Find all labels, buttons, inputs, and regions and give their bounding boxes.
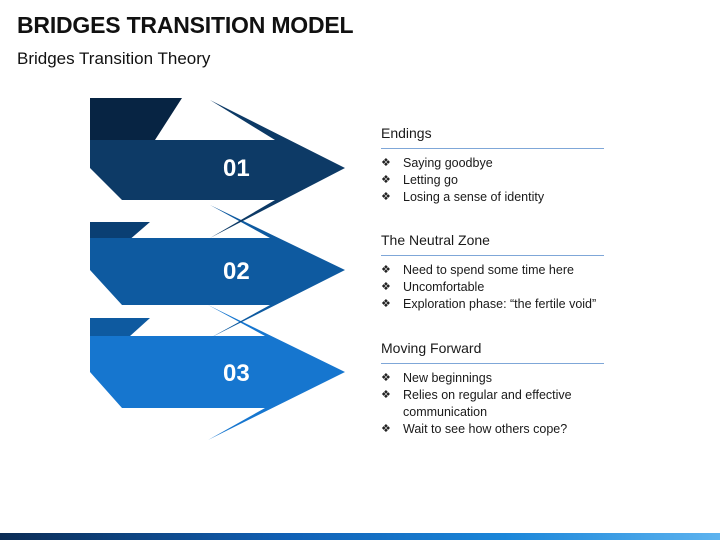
page-subtitle: Bridges Transition Theory [17, 49, 211, 68]
section-heading: The Neutral Zone [381, 232, 604, 256]
step-number-02: 02 [223, 258, 250, 285]
diamond-bullet-icon: ❖ [381, 423, 391, 435]
diamond-bullet-icon: ❖ [381, 174, 391, 186]
step-number-01: 01 [223, 155, 250, 182]
footer-gradient-bar [0, 533, 720, 540]
list-item: ❖Losing a sense of identity [381, 190, 545, 204]
list-item: ❖Saying goodbye [381, 156, 493, 170]
section-heading: Endings [381, 125, 604, 149]
section-endings: Endings ❖Saying goodbye ❖Letting go ❖Los… [381, 125, 621, 206]
arrow-03-body [90, 305, 345, 440]
diamond-bullet-icon: ❖ [381, 191, 391, 203]
arrow-01-body [90, 100, 345, 238]
top-fold-flap [90, 98, 182, 140]
list-item: ❖Uncomfortable [381, 280, 485, 294]
arrow-02-body [90, 205, 345, 338]
section-moving-forward: Moving Forward ❖New beginnings ❖Relies o… [381, 340, 621, 438]
arrow-step-01 [90, 100, 345, 238]
page-title: BRIDGES TRANSITION MODEL [17, 12, 354, 38]
section-heading: Moving Forward [381, 340, 604, 364]
diamond-bullet-icon: ❖ [381, 281, 391, 293]
bullet-list: ❖New beginnings ❖Relies on regular and e… [381, 370, 621, 438]
diamond-bullet-icon: ❖ [381, 389, 391, 401]
list-item: ❖Need to spend some time here [381, 263, 574, 277]
list-item: ❖Wait to see how others cope? [381, 422, 568, 436]
diamond-bullet-icon: ❖ [381, 372, 391, 384]
list-item: ❖New beginnings [381, 371, 492, 385]
list-item: ❖Relies on regular and effective communi… [381, 388, 572, 419]
diamond-bullet-icon: ❖ [381, 157, 391, 169]
arrow-step-02 [90, 205, 345, 338]
bullet-list: ❖Saying goodbye ❖Letting go ❖Losing a se… [381, 155, 621, 206]
list-item: ❖Exploration phase: “the fertile void” [381, 297, 597, 311]
diamond-bullet-icon: ❖ [381, 298, 391, 310]
arrow-step-03 [90, 305, 345, 440]
diamond-bullet-icon: ❖ [381, 264, 391, 276]
section-neutral-zone: The Neutral Zone ❖Need to spend some tim… [381, 232, 621, 313]
bullet-list: ❖Need to spend some time here ❖Uncomfort… [381, 262, 621, 313]
step-number-03: 03 [223, 360, 250, 387]
list-item: ❖Letting go [381, 173, 458, 187]
